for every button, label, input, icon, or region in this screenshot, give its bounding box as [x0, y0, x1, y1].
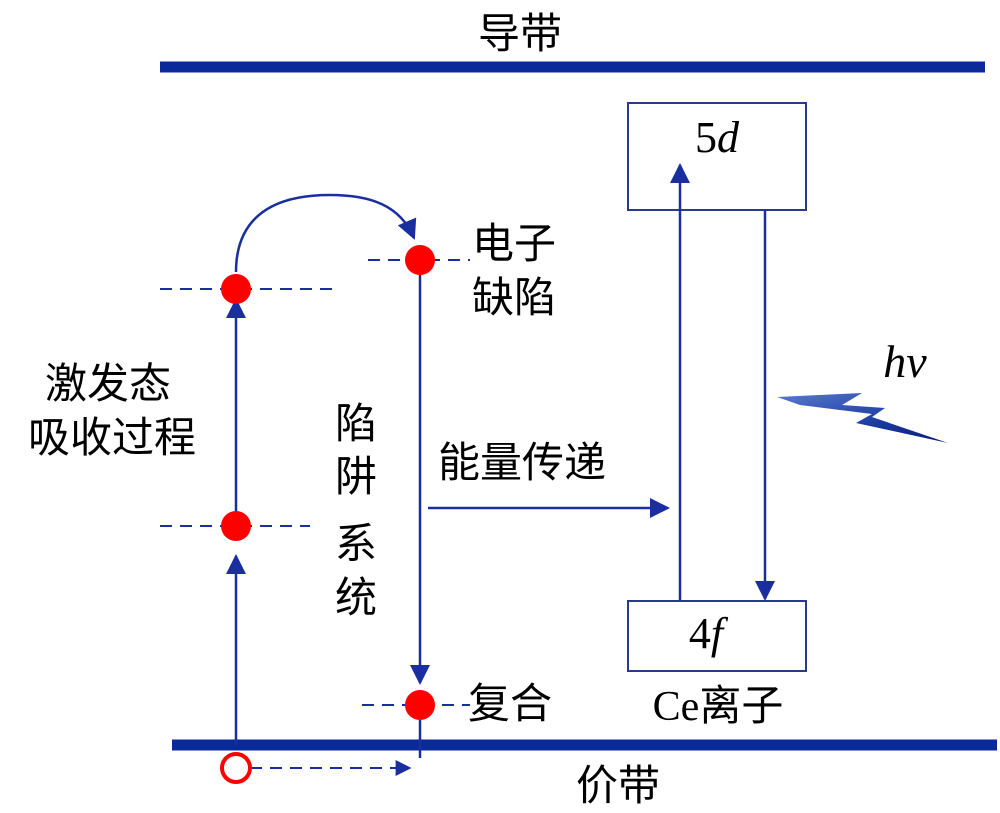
level-5d-symbol: d [717, 113, 740, 162]
hole-icon [220, 752, 252, 784]
conduction-band-label: 导带 [478, 9, 562, 58]
level-5d-label: 5d [695, 113, 740, 162]
excitation-label-line1: 激发态 [45, 359, 171, 408]
electron-intermediate [221, 511, 251, 541]
level-4f-number: 4 [689, 609, 711, 658]
lightning-icon [777, 393, 948, 443]
level-4f-label: 4f [689, 609, 729, 658]
valence-band-label: 价带 [576, 761, 660, 810]
trap-system-char-4: 统 [335, 573, 377, 622]
electron-defect-label-line1: 电子 [472, 219, 556, 268]
trap-system-char-2: 阱 [335, 452, 377, 501]
ce-ion-label: Ce离子 [653, 683, 784, 730]
excitation-label-line2: 吸收过程 [28, 413, 196, 462]
electron-defect-label-line2: 缺陷 [472, 273, 556, 322]
electron-trapped [405, 245, 435, 275]
energy-transfer-label: 能量传递 [438, 438, 606, 487]
electron-recombination [405, 690, 435, 720]
recombination-label: 复合 [468, 679, 552, 728]
trap-capture-arc [234, 193, 417, 273]
electron-excited [221, 274, 251, 304]
level-4f-box [627, 600, 807, 672]
trap-system-char-3: 系 [335, 519, 377, 568]
level-5d-box [627, 102, 807, 211]
photon-label: hν [883, 336, 927, 387]
trap-system-char-1: 陷 [335, 399, 377, 448]
level-5d-number: 5 [695, 113, 717, 162]
